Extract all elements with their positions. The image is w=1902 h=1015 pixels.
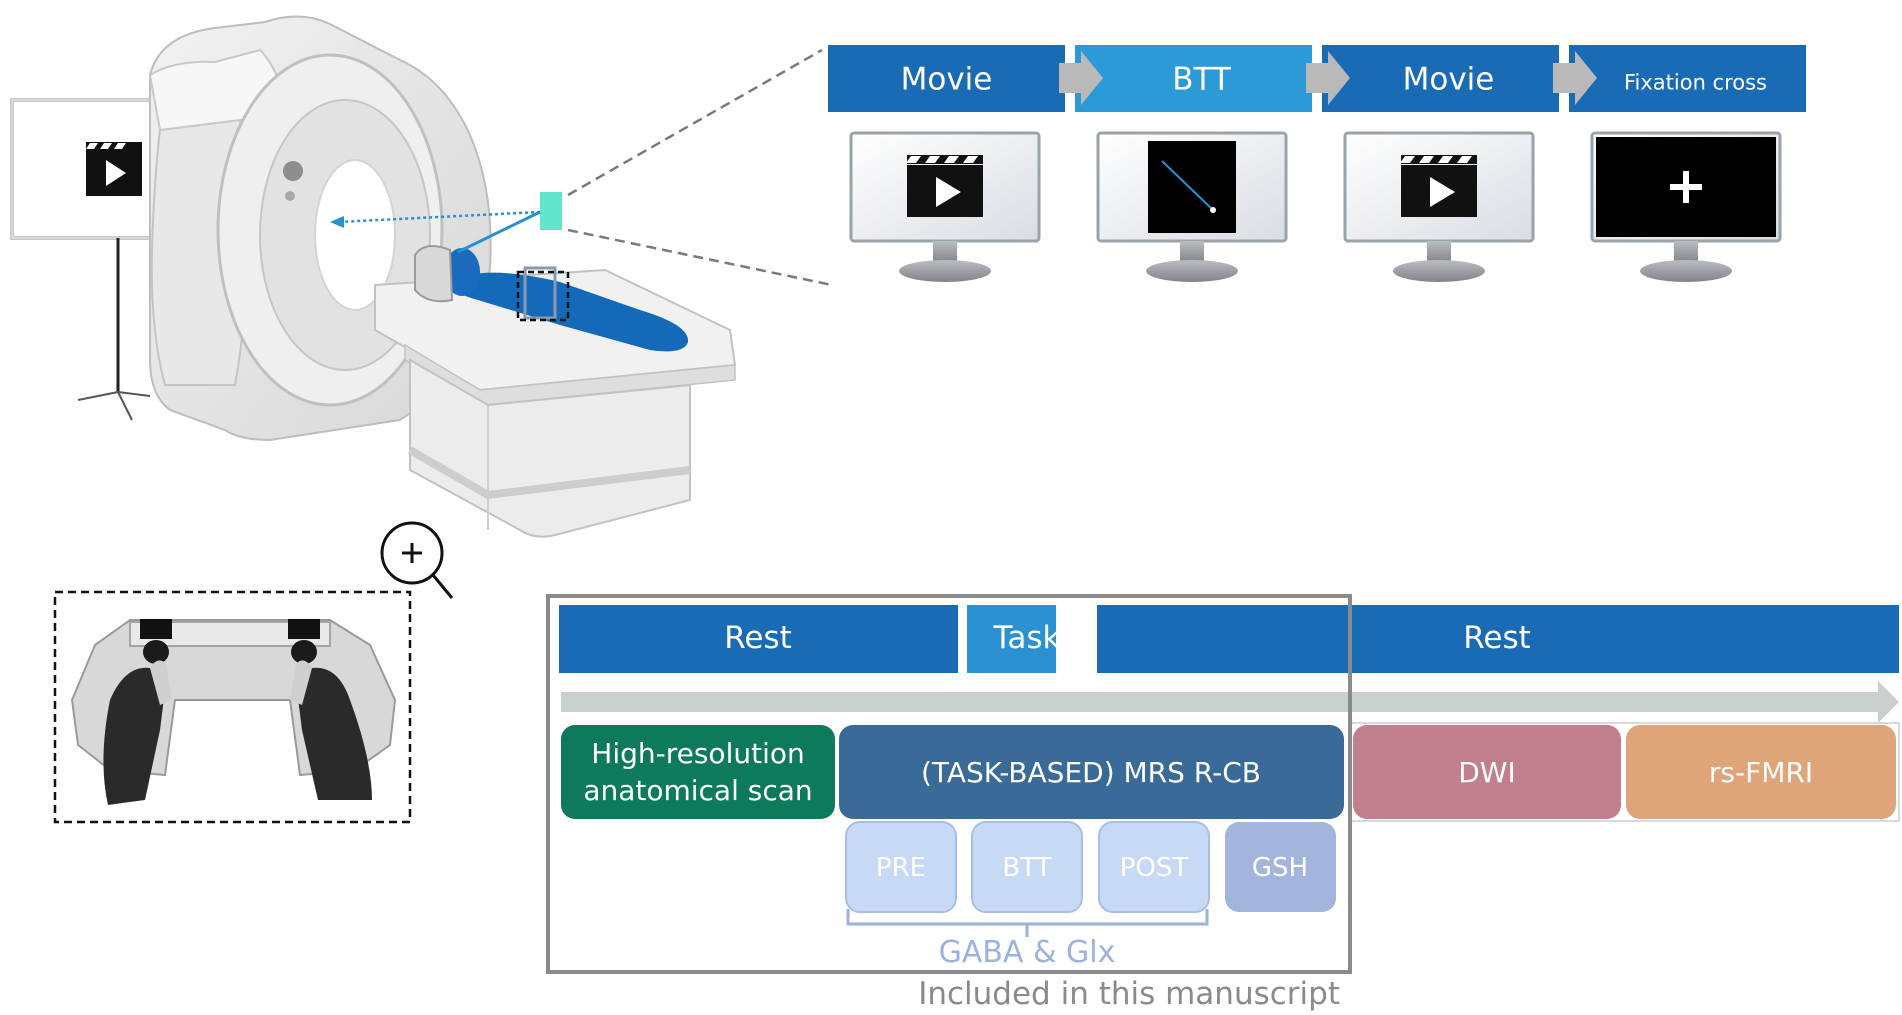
clapper-icon <box>906 155 983 217</box>
sequence-step-label: Movie <box>901 62 993 98</box>
included-label: Included in this manuscript <box>918 976 1340 1012</box>
scan-dwi: DWI <box>1353 725 1621 819</box>
mirror-icon <box>540 192 562 230</box>
projection-screen-icon <box>10 98 162 421</box>
sequence-step-label: BTT <box>1172 62 1232 98</box>
mri-scanner-icon <box>10 15 833 538</box>
scan-label-line1: High-resolution <box>591 737 804 770</box>
time-arrow <box>561 681 1899 723</box>
sequence-step: BTT <box>1059 45 1312 282</box>
scan-label: (TASK-BASED) MRS R-CB <box>921 756 1261 789</box>
hand-device-icon <box>53 521 454 824</box>
sequence-step: Movie <box>828 45 1065 282</box>
chevron-right-icon <box>1553 51 1597 105</box>
task-sequence: Movie BTT Movie Fixation cross <box>828 45 1806 282</box>
monitor-icon <box>849 131 1041 282</box>
timeline: Rest Task Rest High-resolution anatomica… <box>546 594 1900 1012</box>
scan-label: rs-FMRI <box>1709 756 1813 789</box>
sequence-step: Movie <box>1306 45 1559 282</box>
scan-label-line2: anatomical scan <box>583 774 812 807</box>
phase-label: Rest <box>1463 620 1531 656</box>
phase-task: Task <box>967 605 1060 673</box>
scan-label: DWI <box>1458 756 1516 789</box>
bracket-label: GABA & Glx <box>939 935 1116 970</box>
subscan-label: BTT <box>1002 853 1051 883</box>
monitor-icon <box>1096 131 1288 282</box>
monitor-icon <box>1590 131 1782 282</box>
scan-mrs: (TASK-BASED) MRS R-CB <box>839 725 1344 819</box>
sequence-step-label: Fixation cross <box>1624 71 1767 95</box>
phase-label: Rest <box>724 620 792 656</box>
subscan-label: GSH <box>1252 853 1308 883</box>
subscan-pre: PRE <box>845 821 957 913</box>
btt-line-icon <box>1148 141 1236 233</box>
clapper-icon <box>1400 155 1477 217</box>
sequence-step-label: Movie <box>1403 62 1495 98</box>
subscan-post: POST <box>1098 821 1210 913</box>
monitor-icon <box>1343 131 1535 282</box>
sequence-step: Fixation cross <box>1553 45 1806 282</box>
chevron-right-icon <box>1306 51 1350 105</box>
subscan-label: POST <box>1120 853 1189 883</box>
scan-rs-fmri: rs-FMRI <box>1626 725 1896 819</box>
phase-label: Task <box>993 620 1061 656</box>
subscan-btt: BTT <box>971 821 1083 913</box>
subscan-gsh: GSH <box>1225 822 1336 912</box>
gaba-glx-bracket <box>846 909 1209 937</box>
subscan-label: PRE <box>876 853 926 883</box>
fixation-cross-icon <box>1596 137 1776 237</box>
phase-rest-2: Rest <box>1097 605 1899 673</box>
magnifier-plus-icon <box>380 521 454 599</box>
phase-rest-1: Rest <box>559 605 958 673</box>
hand-device-selection <box>516 270 570 322</box>
scan-anatomical: High-resolution anatomical scan <box>561 725 835 819</box>
manuscript-frame <box>546 594 1352 974</box>
chevron-right-icon <box>1059 51 1103 105</box>
